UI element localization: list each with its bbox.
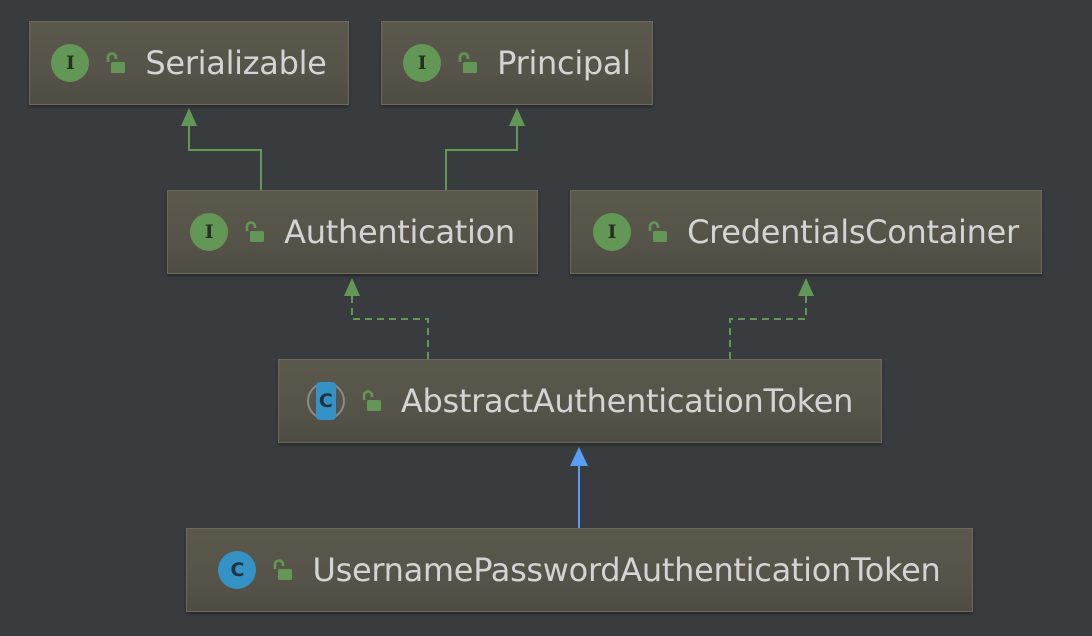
edge-abstracttoken-authentication [351, 294, 429, 359]
unlocked-icon [645, 220, 669, 244]
node-label: Authentication [284, 213, 515, 251]
node-label: Principal [497, 44, 631, 82]
node-abstract-authentication-token[interactable]: C AbstractAuthenticationToken [278, 359, 882, 443]
node-label: UsernamePasswordAuthenticationToken [312, 551, 941, 589]
unlocked-icon [270, 558, 294, 582]
arrowhead-principal [509, 108, 525, 126]
node-username-password-authentication-token[interactable]: C UsernamePasswordAuthenticationToken [186, 528, 973, 612]
abstract-class-letter: C [315, 382, 336, 420]
node-label: Serializable [145, 44, 327, 82]
unlocked-icon [455, 51, 479, 75]
class-badge-icon: C [218, 551, 257, 589]
unlocked-icon [242, 220, 266, 244]
edge-authentication-serializable [188, 124, 262, 190]
interface-badge-icon: I [190, 213, 229, 251]
arrowhead-abstracttoken [570, 447, 588, 466]
node-authentication[interactable]: I Authentication [167, 190, 538, 274]
unlocked-icon [359, 389, 383, 413]
node-credentials-container[interactable]: I CredentialsContainer [570, 190, 1042, 274]
node-label: CredentialsContainer [687, 213, 1019, 251]
edge-abstracttoken-credentialscontainer [729, 294, 807, 359]
interface-badge-icon: I [51, 44, 90, 82]
node-label: AbstractAuthenticationToken [400, 382, 854, 420]
node-principal[interactable]: I Principal [381, 21, 653, 105]
edge-authentication-principal [445, 124, 518, 190]
arrowhead-credentialscontainer [798, 278, 814, 296]
interface-badge-icon: I [593, 213, 632, 251]
unlocked-icon [103, 51, 127, 75]
arrowhead-authentication [344, 278, 360, 296]
arrowhead-serializable [181, 108, 197, 126]
interface-badge-icon: I [403, 44, 442, 82]
node-serializable[interactable]: I Serializable [29, 21, 349, 105]
abstract-class-badge-icon: C [306, 382, 345, 420]
